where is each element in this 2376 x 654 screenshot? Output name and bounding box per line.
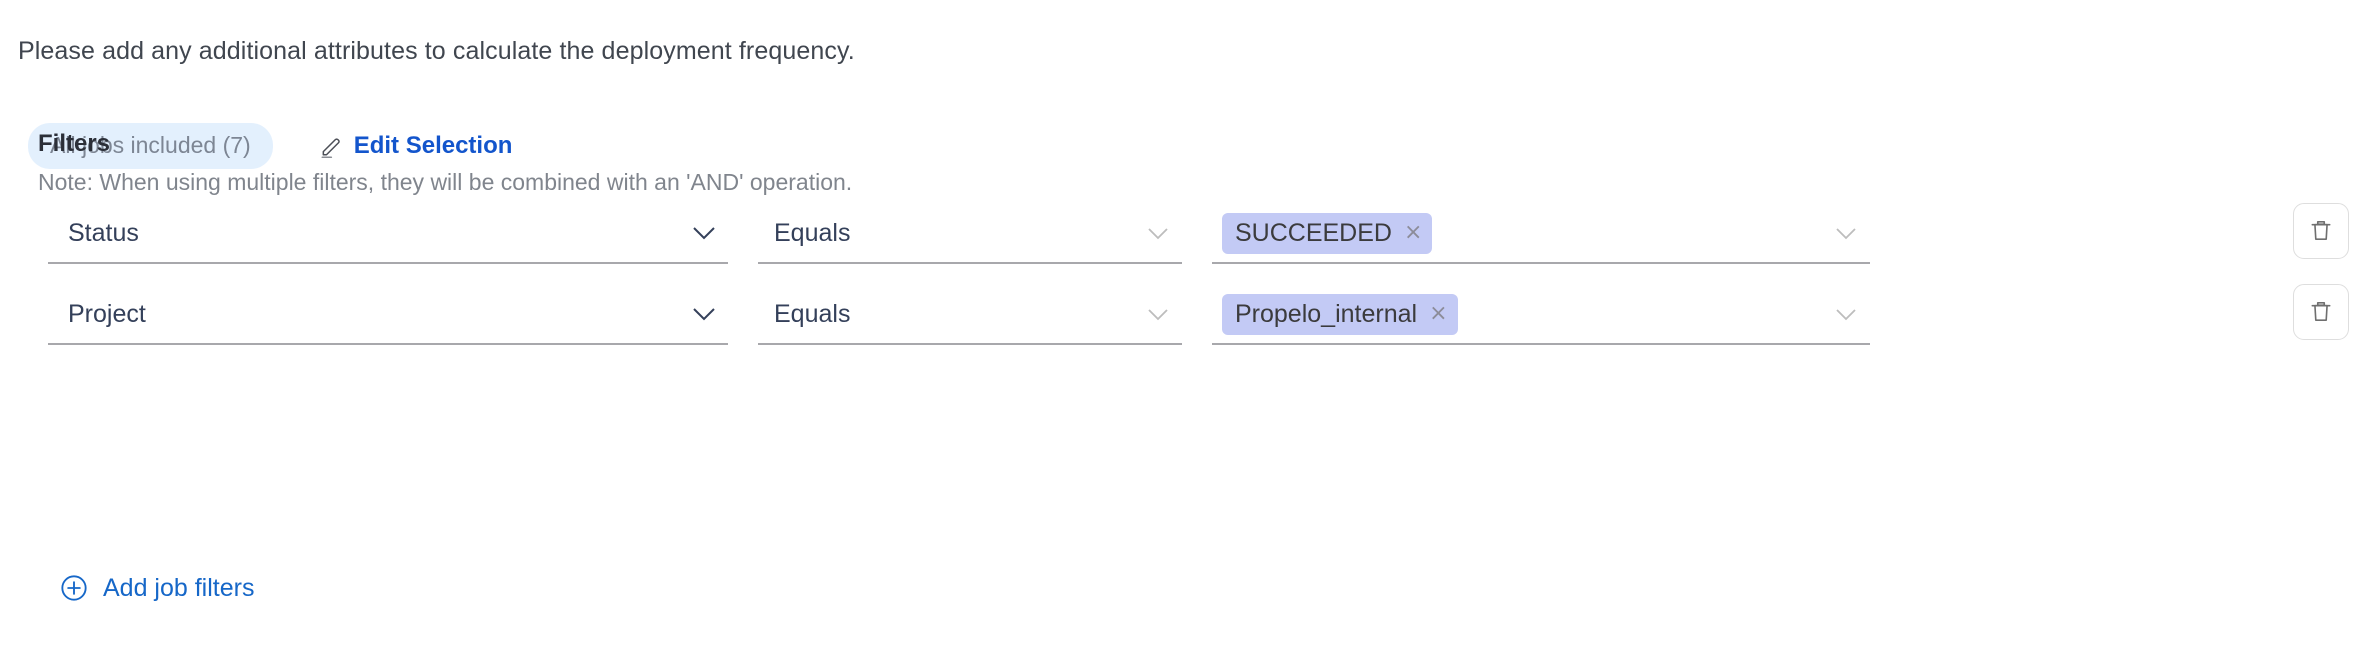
chevron-down-icon [690, 224, 718, 242]
filter-attribute-select[interactable]: Status [48, 204, 728, 264]
value-chip[interactable]: Propelo_internal × [1222, 293, 1458, 335]
filter-value-select[interactable]: Propelo_internal × [1212, 285, 1870, 345]
edit-selection-label: Edit Selection [353, 132, 513, 159]
filter-row: Status Equals SUCCEEDED × [0, 203, 2376, 285]
filter-rows: Status Equals SUCCEEDED × [0, 203, 2376, 366]
close-icon[interactable]: × [1429, 300, 1448, 326]
filter-value-chips: SUCCEEDED × [1222, 212, 1832, 254]
filter-attribute-value: Status [68, 219, 139, 247]
filter-operator-value: Equals [774, 300, 851, 328]
edit-selection-link[interactable]: Edit Selection [319, 132, 513, 159]
pencil-icon [319, 133, 345, 159]
chevron-down-icon [1832, 224, 1860, 242]
filter-value-chips: Propelo_internal × [1222, 293, 1832, 335]
chevron-down-icon [690, 305, 718, 323]
filter-operator-value: Equals [774, 219, 851, 247]
plus-circle-icon [60, 574, 88, 602]
chevron-down-icon [1144, 305, 1172, 323]
filter-operator-select[interactable]: Equals [758, 285, 1182, 345]
value-chip-label: Propelo_internal [1235, 299, 1418, 328]
delete-filter-button[interactable] [2293, 284, 2349, 340]
filter-operator-select[interactable]: Equals [758, 204, 1182, 264]
all-jobs-included-badge: All jobs included (7) [28, 123, 273, 169]
value-chip[interactable]: SUCCEEDED × [1222, 212, 1433, 254]
job-selection-row: All jobs included (7) Edit Selection [28, 123, 513, 169]
value-chip-label: SUCCEEDED [1235, 218, 1392, 247]
filters-heading: Filters [38, 130, 111, 157]
chevron-down-icon [1144, 224, 1172, 242]
add-job-filters-button[interactable]: Add job filters [60, 574, 254, 602]
trash-icon [2308, 299, 2334, 325]
filter-row: Project Equals Propelo_internal × [0, 284, 2376, 366]
filter-attribute-select[interactable]: Project [48, 285, 728, 345]
delete-filter-button[interactable] [2293, 203, 2349, 259]
close-icon[interactable]: × [1403, 219, 1423, 245]
add-job-filters-label: Add job filters [103, 574, 255, 602]
chevron-down-icon [1832, 305, 1860, 323]
filter-attribute-value: Project [68, 300, 146, 328]
trash-icon [2308, 218, 2334, 244]
filter-value-select[interactable]: SUCCEEDED × [1212, 204, 1870, 264]
filters-note: Note: When using multiple filters, they … [38, 169, 853, 195]
page-instruction: Please add any additional attributes to … [18, 37, 855, 65]
